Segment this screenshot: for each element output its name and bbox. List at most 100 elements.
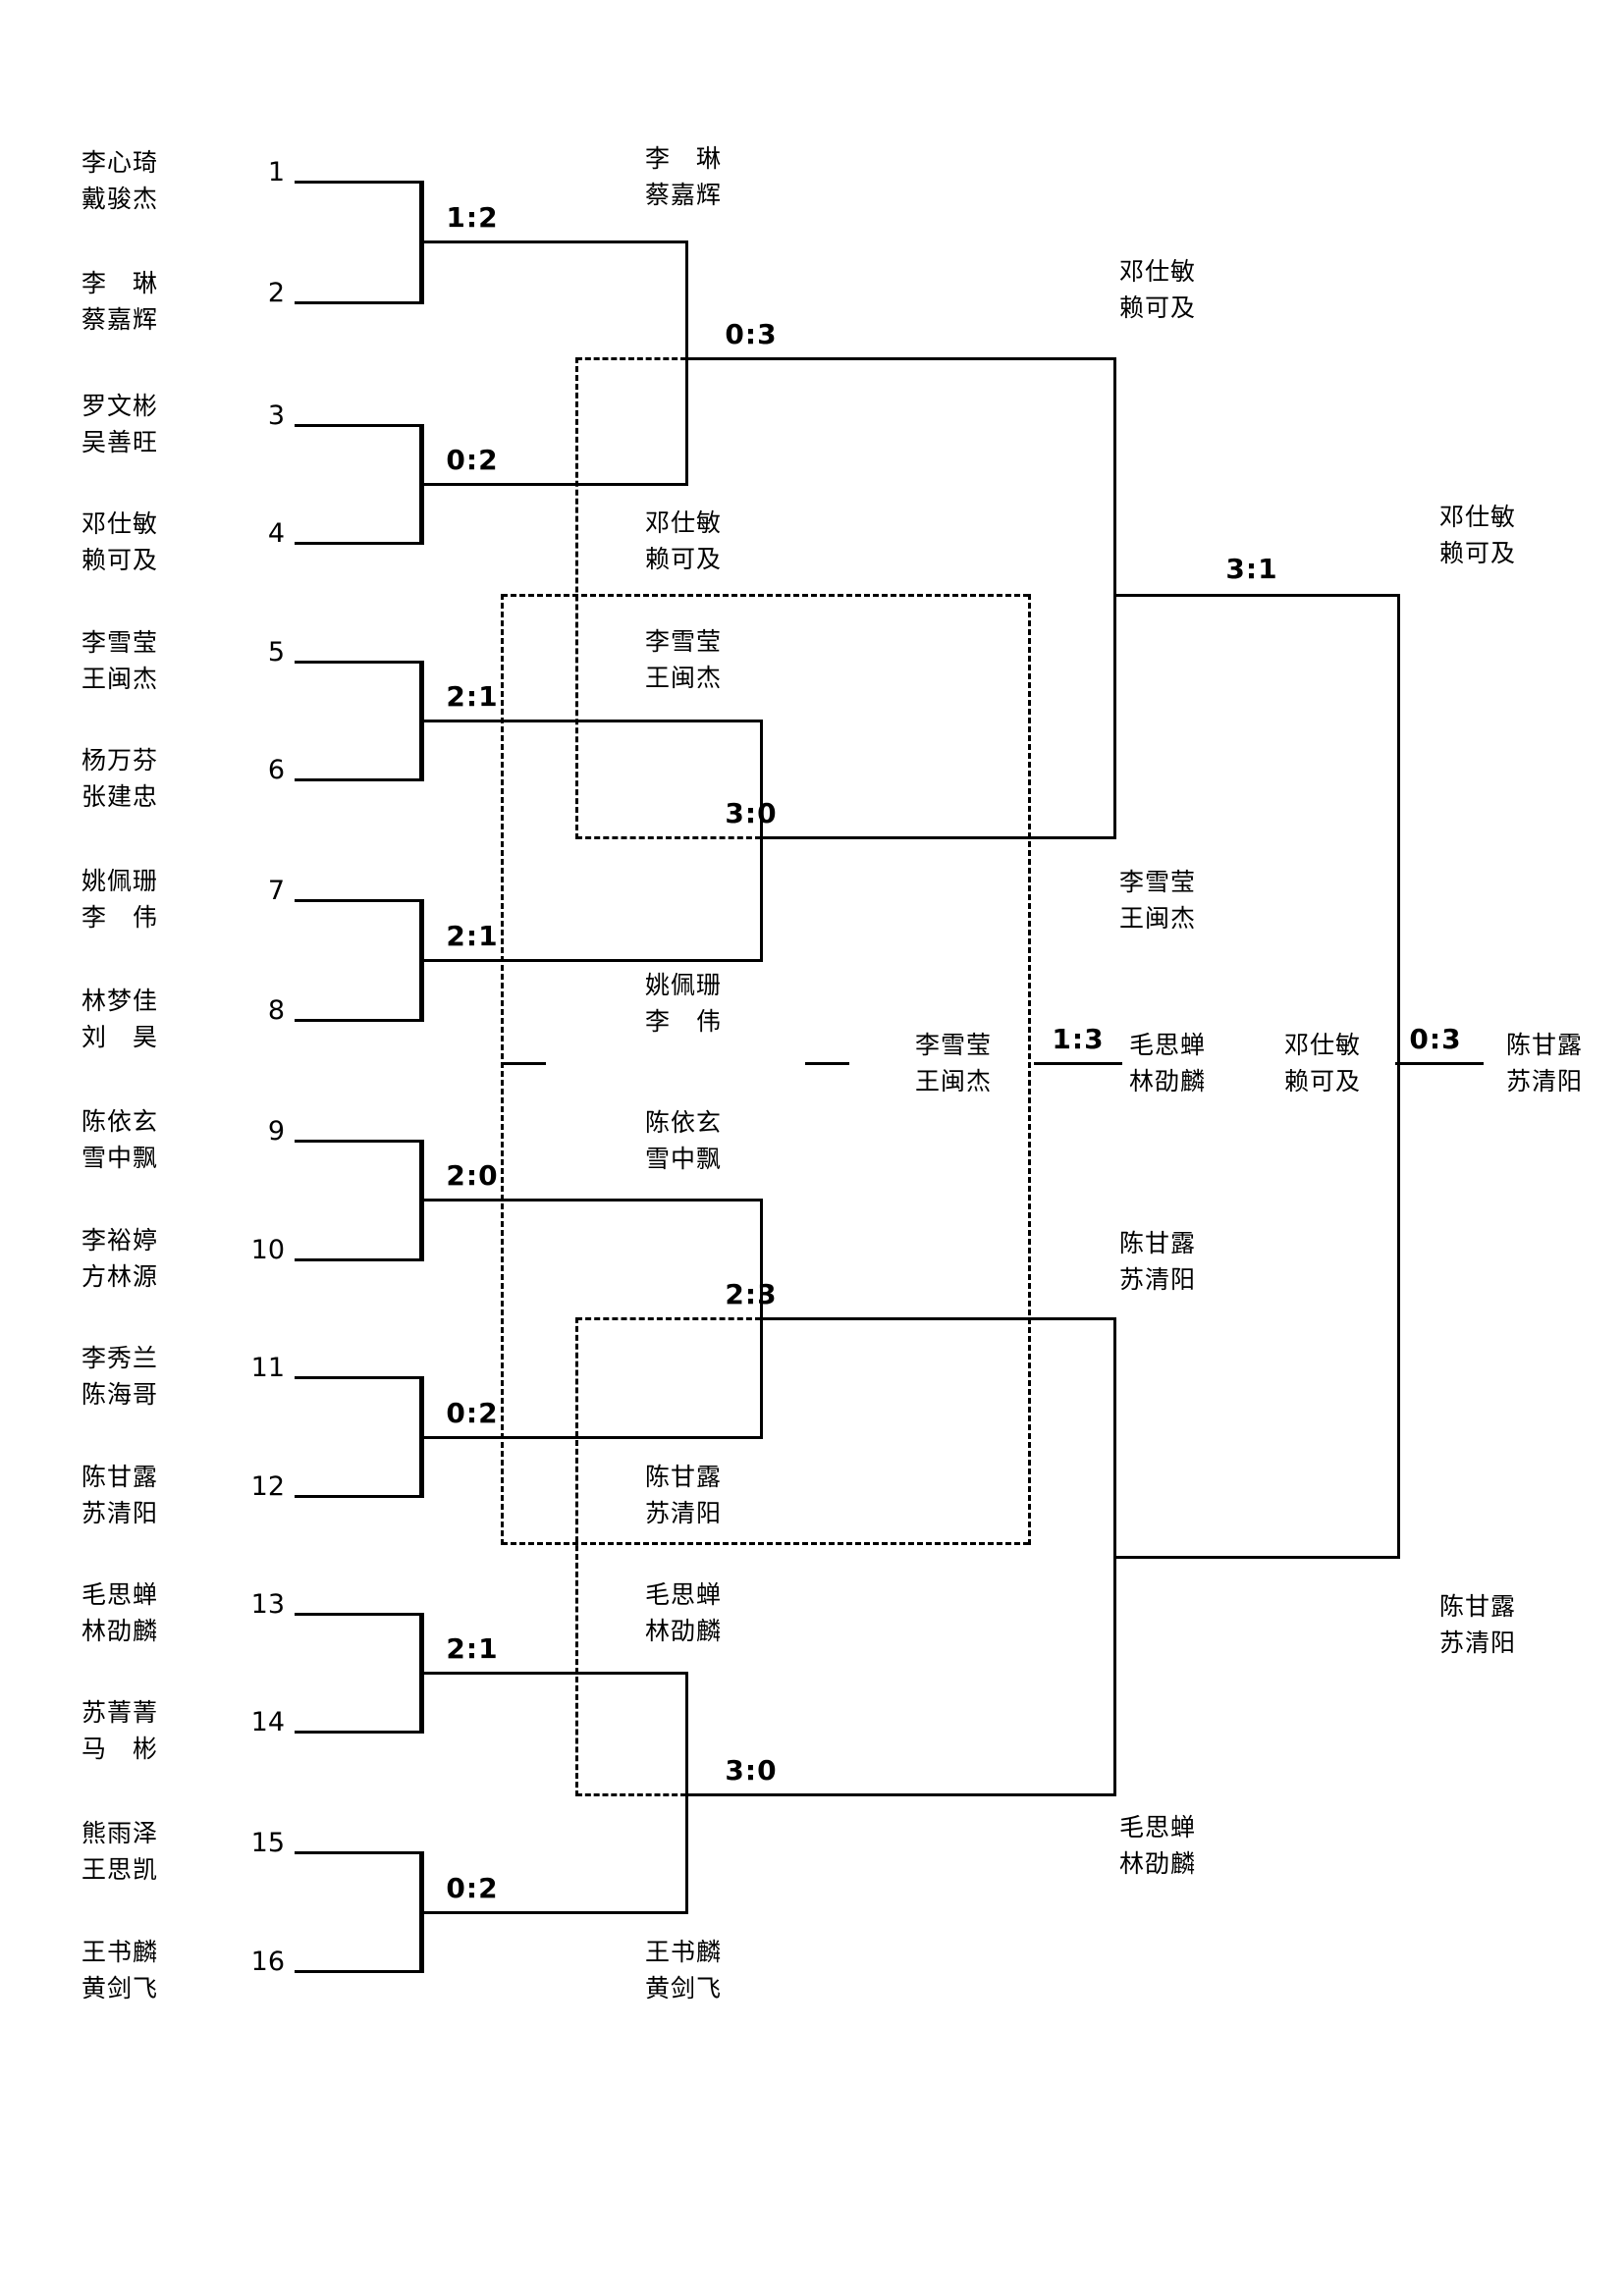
player-name: 林劭麟 (81, 1617, 159, 1645)
team-9-names: 陈依玄雪中飘 (81, 1103, 158, 1176)
line-dashed-left-drop (501, 594, 504, 1545)
team-11-seed: 11 (250, 1353, 285, 1383)
player-name: 李心琦 (81, 148, 159, 177)
line-qf-out-3 (761, 1317, 1114, 1320)
player-name: 王闽杰 (645, 664, 723, 692)
r1-winner-8: 王书麟黄剑飞 (645, 1934, 722, 2006)
team-6-names: 杨万芬张建忠 (81, 742, 158, 815)
line-dashed-top-join (575, 357, 578, 839)
player-name: 李 伟 (81, 903, 159, 932)
player-name: 赖可及 (1439, 539, 1517, 567)
line-team-5-stub (295, 661, 421, 664)
r1-score-2: 0:2 (446, 444, 499, 476)
qf-winner-3: 陈甘露苏清阳 (1119, 1225, 1196, 1298)
line-dashed-sf2-level (502, 1542, 1029, 1545)
line-dashed-sf1-level (502, 594, 1029, 597)
player-name: 刘 昊 (81, 1023, 159, 1051)
team-2-names: 李 琳蔡嘉辉 (81, 265, 158, 338)
player-name: 李 琳 (81, 269, 159, 297)
sf-winner-2: 陈甘露苏清阳 (1439, 1588, 1516, 1661)
line-team-1-stub (295, 181, 421, 184)
line-qf-join-4 (685, 1672, 688, 1914)
player-name: 赖可及 (81, 546, 159, 574)
line-team-15-stub (295, 1851, 421, 1854)
r1-winner-4: 姚佩珊李 伟 (645, 967, 722, 1040)
r1-winner-5: 陈依玄雪中飘 (645, 1104, 722, 1177)
player-name: 苏清阳 (645, 1499, 723, 1527)
team-11-names: 李秀兰陈海哥 (81, 1340, 158, 1413)
line-dashed-bottom-join (575, 1317, 578, 1796)
line-r1-out-7 (421, 1672, 686, 1675)
player-name: 赖可及 (1119, 294, 1197, 322)
line-dashed-qf3-tap (576, 1317, 761, 1320)
r1-score-3: 2:1 (446, 680, 499, 713)
team-5-seed: 5 (267, 637, 285, 667)
line-r1-out-8 (421, 1911, 686, 1914)
r1-winner-1: 李 琳蔡嘉辉 (645, 140, 722, 213)
line-team-8-stub (295, 1019, 421, 1022)
line-dashed-right-drop (1028, 594, 1031, 1545)
qf-score-2: 3:0 (725, 797, 778, 829)
player-name: 李雪莹 (1119, 868, 1197, 896)
player-name: 李雪莹 (81, 628, 159, 657)
team-8-names: 林梦佳刘 昊 (81, 983, 158, 1055)
player-name: 雪中飘 (645, 1145, 723, 1173)
team-7-names: 姚佩珊李 伟 (81, 863, 158, 935)
player-name: 戴骏杰 (81, 185, 159, 213)
line-third-stub-mid (805, 1062, 849, 1065)
line-dashed-qf2-tap (576, 836, 761, 839)
player-name: 毛思蝉 (1129, 1031, 1207, 1059)
final-score: 0:3 (1409, 1023, 1462, 1055)
line-qf-out-2 (761, 836, 1114, 839)
team-4-names: 邓仕敏赖可及 (81, 506, 158, 578)
player-name: 苏菁菁 (81, 1698, 159, 1727)
player-name: 杨万芬 (81, 746, 159, 774)
player-name: 赖可及 (645, 545, 723, 573)
sf-winner-1: 邓仕敏赖可及 (1439, 499, 1516, 571)
r1-score-5: 2:0 (446, 1159, 499, 1192)
r1-winner-6: 陈甘露苏清阳 (645, 1459, 722, 1531)
player-name: 苏清阳 (1119, 1265, 1197, 1294)
line-r1-out-3 (421, 720, 761, 722)
player-name: 邓仕敏 (1119, 257, 1197, 286)
team-1-names: 李心琦戴骏杰 (81, 144, 158, 217)
r1-score-8: 0:2 (446, 1872, 499, 1904)
player-name: 林劭麟 (645, 1617, 723, 1645)
qf-winner-1: 邓仕敏赖可及 (1119, 253, 1196, 326)
final-left-team: 邓仕敏赖可及 (1284, 1027, 1361, 1099)
player-name: 毛思蝉 (1119, 1813, 1197, 1842)
qf-score-4: 3:0 (725, 1754, 778, 1787)
team-14-names: 苏菁菁马 彬 (81, 1694, 158, 1767)
sf-score-1: 3:1 (1225, 553, 1278, 585)
team-16-names: 王书麟黄剑飞 (81, 1934, 158, 2006)
line-final-join (1397, 594, 1400, 1559)
player-name: 陈依玄 (81, 1107, 159, 1136)
qf-winner-2: 李雪莹王闽杰 (1119, 864, 1196, 936)
line-team-3-stub (295, 424, 421, 427)
team-3-names: 罗文彬吴善旺 (81, 388, 158, 460)
line-qf-join-2 (760, 720, 763, 962)
player-name: 马 彬 (81, 1735, 159, 1763)
player-name: 李 琳 (645, 144, 723, 173)
player-name: 林劭麟 (1119, 1849, 1197, 1878)
player-name: 邓仕敏 (645, 508, 723, 537)
line-team-2-stub (295, 301, 421, 304)
player-name: 李 伟 (645, 1007, 723, 1036)
team-6-seed: 6 (267, 755, 285, 785)
r1-score-6: 0:2 (446, 1397, 499, 1429)
player-name: 邓仕敏 (1284, 1031, 1362, 1059)
team-10-seed: 10 (250, 1235, 285, 1265)
team-10-names: 李裕婷方林源 (81, 1222, 158, 1295)
team-12-seed: 12 (250, 1471, 285, 1502)
line-team-14-stub (295, 1731, 421, 1734)
player-name: 方林源 (81, 1262, 159, 1291)
line-team-16-stub (295, 1970, 421, 1973)
line-r1-out-1 (421, 240, 686, 243)
team-7-seed: 7 (267, 876, 285, 906)
player-name: 陈甘露 (81, 1463, 159, 1491)
player-name: 李雪莹 (645, 627, 723, 656)
team-4-seed: 4 (267, 518, 285, 549)
line-r1-out-4 (421, 959, 761, 962)
player-name: 苏清阳 (81, 1499, 159, 1527)
player-name: 王书麟 (645, 1938, 723, 1966)
